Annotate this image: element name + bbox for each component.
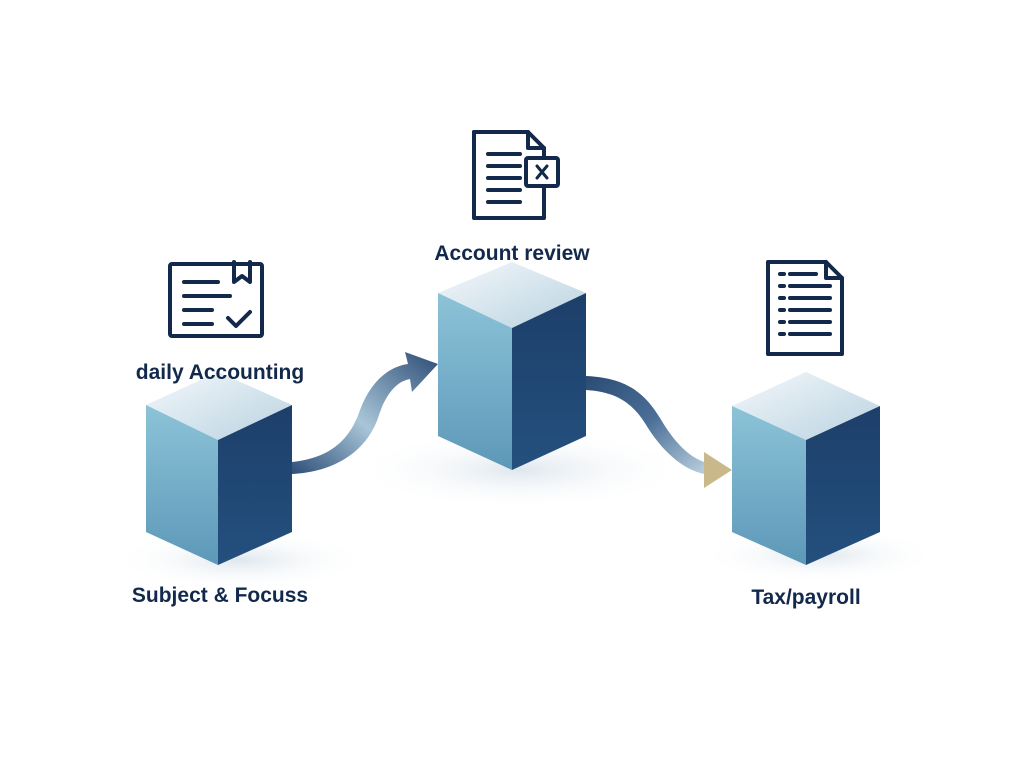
cube-tax-payroll [732, 372, 880, 565]
checklist-document-icon [168, 260, 264, 338]
cube-account-review [438, 262, 586, 470]
label-tax-payroll: Tax/payroll [751, 586, 861, 609]
arrow-left-to-center [292, 352, 438, 474]
label-account-review: Account review [434, 242, 590, 265]
document-x-icon [472, 130, 560, 220]
arrow-center-to-right [586, 376, 732, 488]
cube-subject-focus [146, 372, 292, 565]
arrow-tip [704, 452, 732, 488]
list-document-icon [766, 260, 844, 356]
label-subject-focus: Subject & Focuss [131, 584, 309, 607]
label-daily-accounting: daily Accounting [135, 361, 305, 384]
shadow-center [350, 430, 690, 510]
